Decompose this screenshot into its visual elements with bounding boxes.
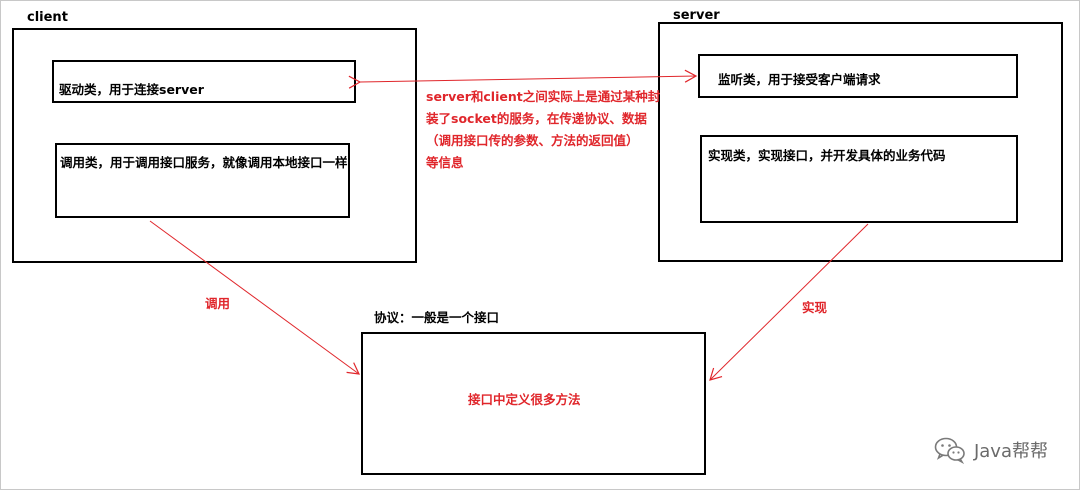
impl-class-text: 实现类，实现接口，并开发具体的业务代码 bbox=[708, 148, 946, 163]
wechat-icon bbox=[934, 436, 966, 464]
protocol-title: 协议：一般是一个接口 bbox=[374, 310, 500, 325]
center-note-line: 等信息 bbox=[426, 155, 464, 170]
protocol-box: 接口中定义很多方法 bbox=[361, 332, 706, 475]
watermark: Java帮帮 bbox=[934, 436, 1048, 464]
call-arrow-label: 调用 bbox=[205, 296, 231, 311]
client-title: client bbox=[27, 10, 68, 25]
implement-arrow bbox=[709, 223, 869, 381]
protocol-body-text: 接口中定义很多方法 bbox=[468, 392, 581, 407]
center-note-line: （调用接口传的参数、方法的返回值） bbox=[426, 133, 639, 148]
driver-class-text: 驱动类，用于连接server bbox=[59, 82, 204, 97]
invoker-class-box: 调用类，用于调用接口服务，就像调用本地接口一样 bbox=[55, 143, 350, 218]
center-note-line: server和client之间实际上是通过某种封 bbox=[426, 89, 661, 104]
server-title: server bbox=[673, 8, 720, 23]
listener-class-text: 监听类，用于接受客户端请求 bbox=[718, 72, 881, 87]
center-note: server和client之间实际上是通过某种封 装了socket的服务，在传递… bbox=[426, 86, 666, 174]
impl-class-box: 实现类，实现接口，并开发具体的业务代码 bbox=[700, 135, 1018, 223]
listener-class-box: 监听类，用于接受客户端请求 bbox=[698, 54, 1018, 98]
watermark-text: Java帮帮 bbox=[973, 441, 1048, 462]
driver-class-box: 驱动类，用于连接server bbox=[52, 60, 356, 103]
invoker-class-text: 调用类，用于调用接口服务，就像调用本地接口一样 bbox=[60, 155, 348, 170]
implement-arrow-label: 实现 bbox=[802, 300, 828, 315]
client-server-connector bbox=[348, 69, 698, 89]
call-arrow bbox=[149, 220, 361, 375]
center-note-line: 装了socket的服务，在传递协议、数据 bbox=[426, 111, 647, 126]
